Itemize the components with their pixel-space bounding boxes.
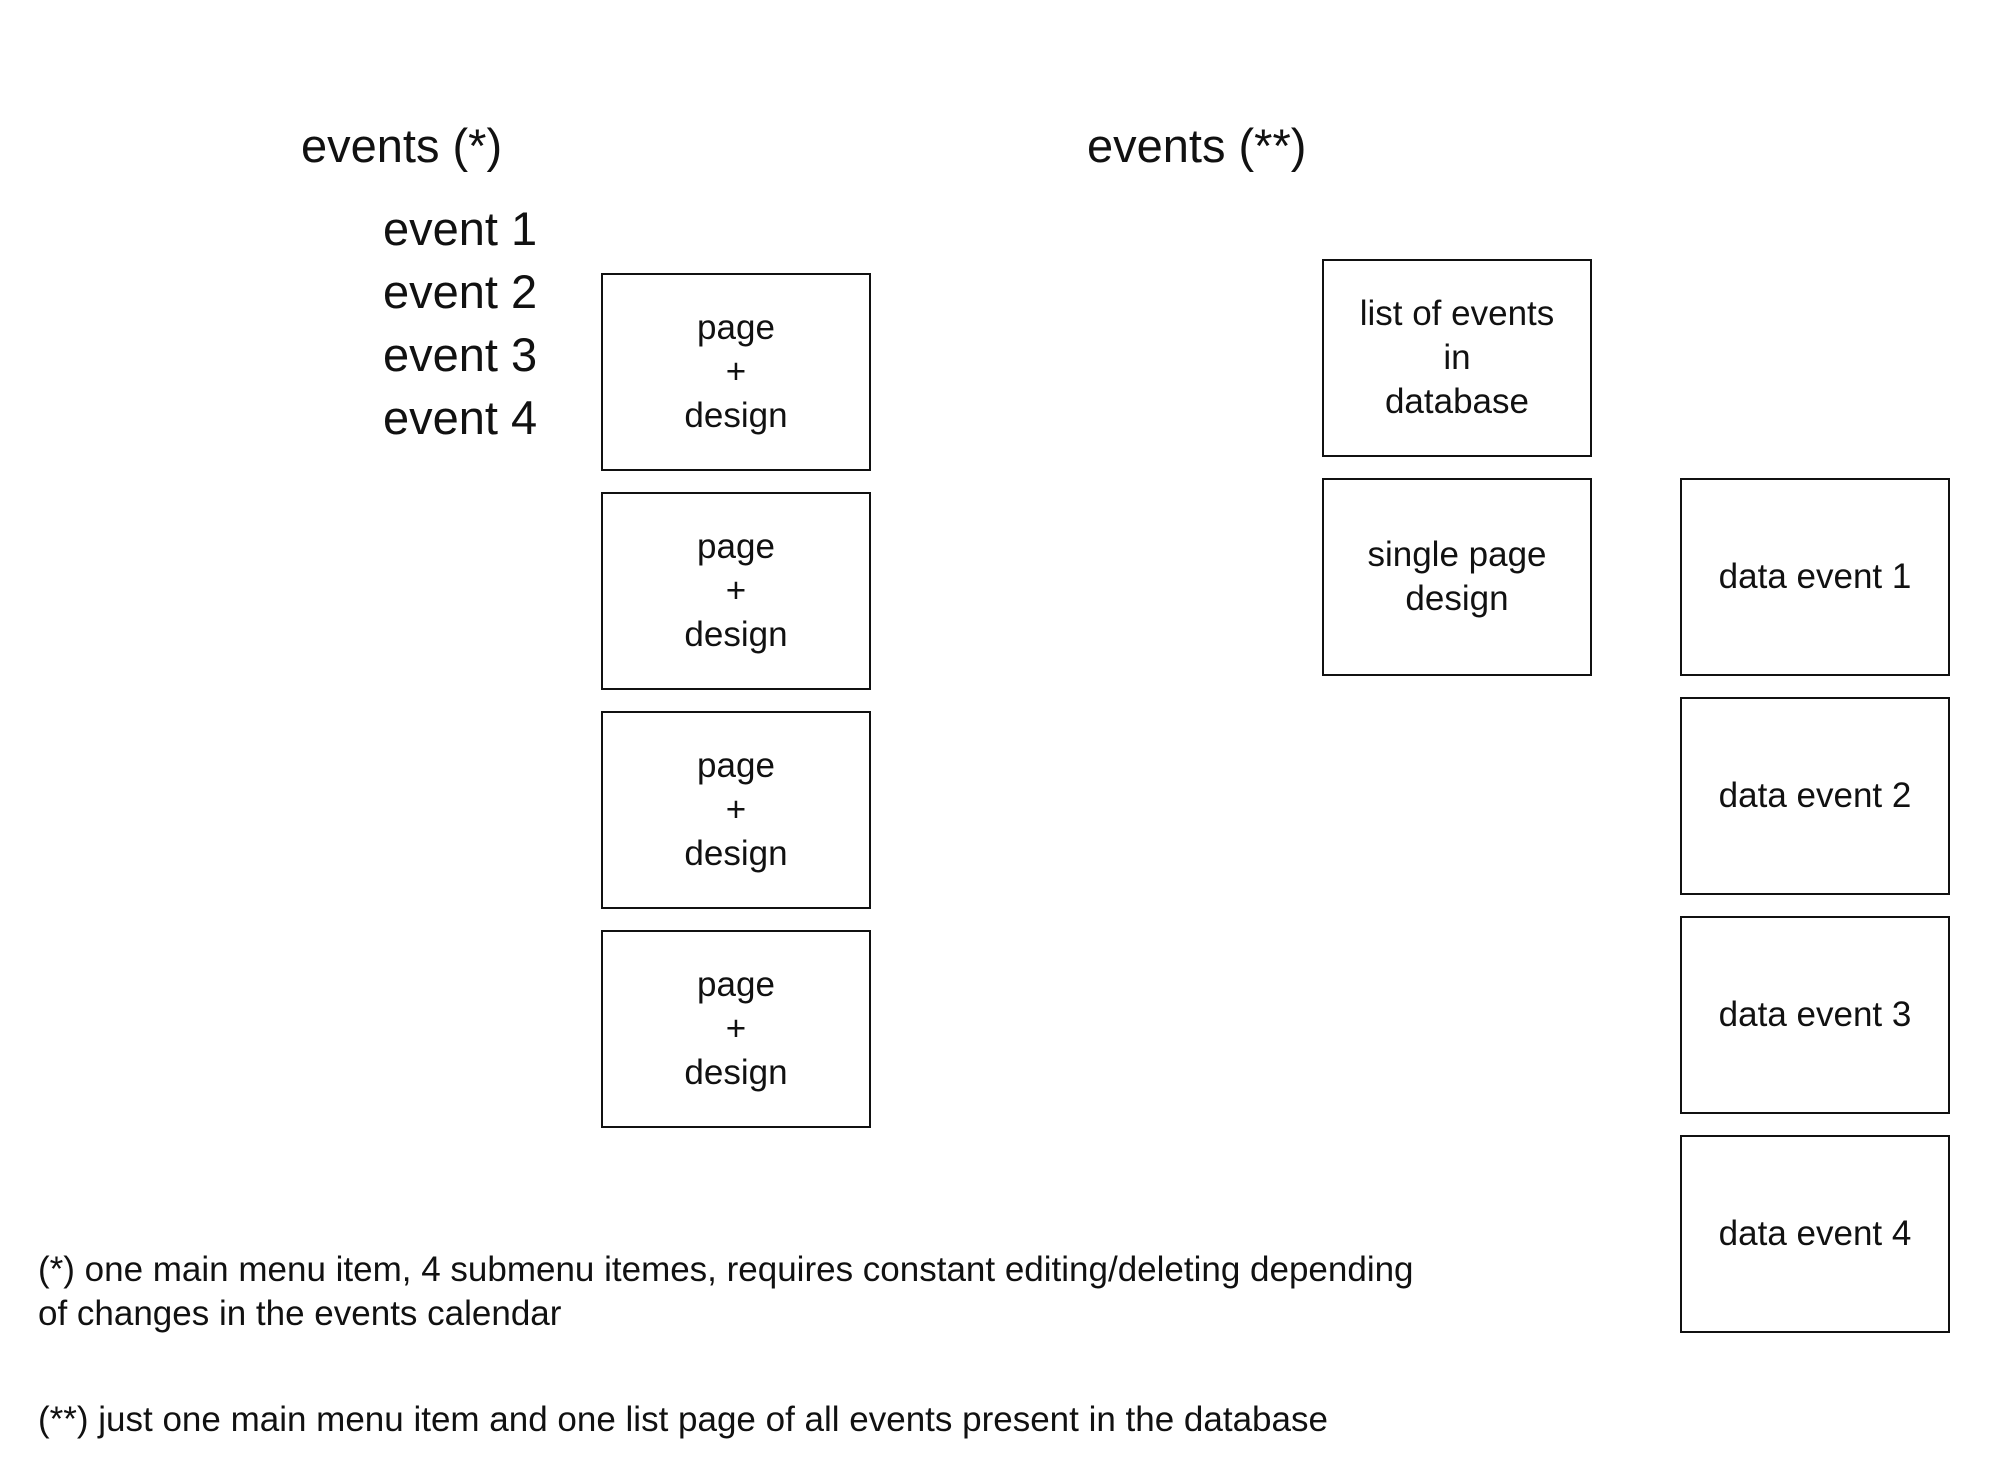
submenu-item-event-3: event 3 <box>383 328 538 381</box>
submenu-item-event-4: event 4 <box>383 391 538 444</box>
footnote-single-star-line-1: (*) one main menu item, 4 submenu itemes… <box>38 1250 1414 1289</box>
page-design-box-4: page + design <box>601 930 871 1128</box>
single-page-design-box: single page design <box>1322 478 1592 676</box>
submenu-list: event 1 event 2 event 3 event 4 <box>383 197 537 449</box>
events-heading-double-star: events (**) <box>1087 119 1307 172</box>
list-of-events-box: list of events in database <box>1322 259 1592 457</box>
data-event-box-2: data event 2 <box>1680 697 1950 895</box>
submenu-item-event-1: event 1 <box>383 202 538 255</box>
page-design-box-3: page + design <box>601 711 871 909</box>
page-design-box-1: page + design <box>601 273 871 471</box>
events-heading-single-star: events (*) <box>301 119 503 172</box>
data-event-box-3: data event 3 <box>1680 916 1950 1114</box>
submenu-item-event-2: event 2 <box>383 265 538 318</box>
footnote-double-star: (**) just one main menu item and one lis… <box>38 1400 1328 1439</box>
footnote-single-star-line-2: of changes in the events calendar <box>38 1294 562 1333</box>
data-event-box-4: data event 4 <box>1680 1135 1950 1333</box>
data-event-box-1: data event 1 <box>1680 478 1950 676</box>
page-design-box-2: page + design <box>601 492 871 690</box>
